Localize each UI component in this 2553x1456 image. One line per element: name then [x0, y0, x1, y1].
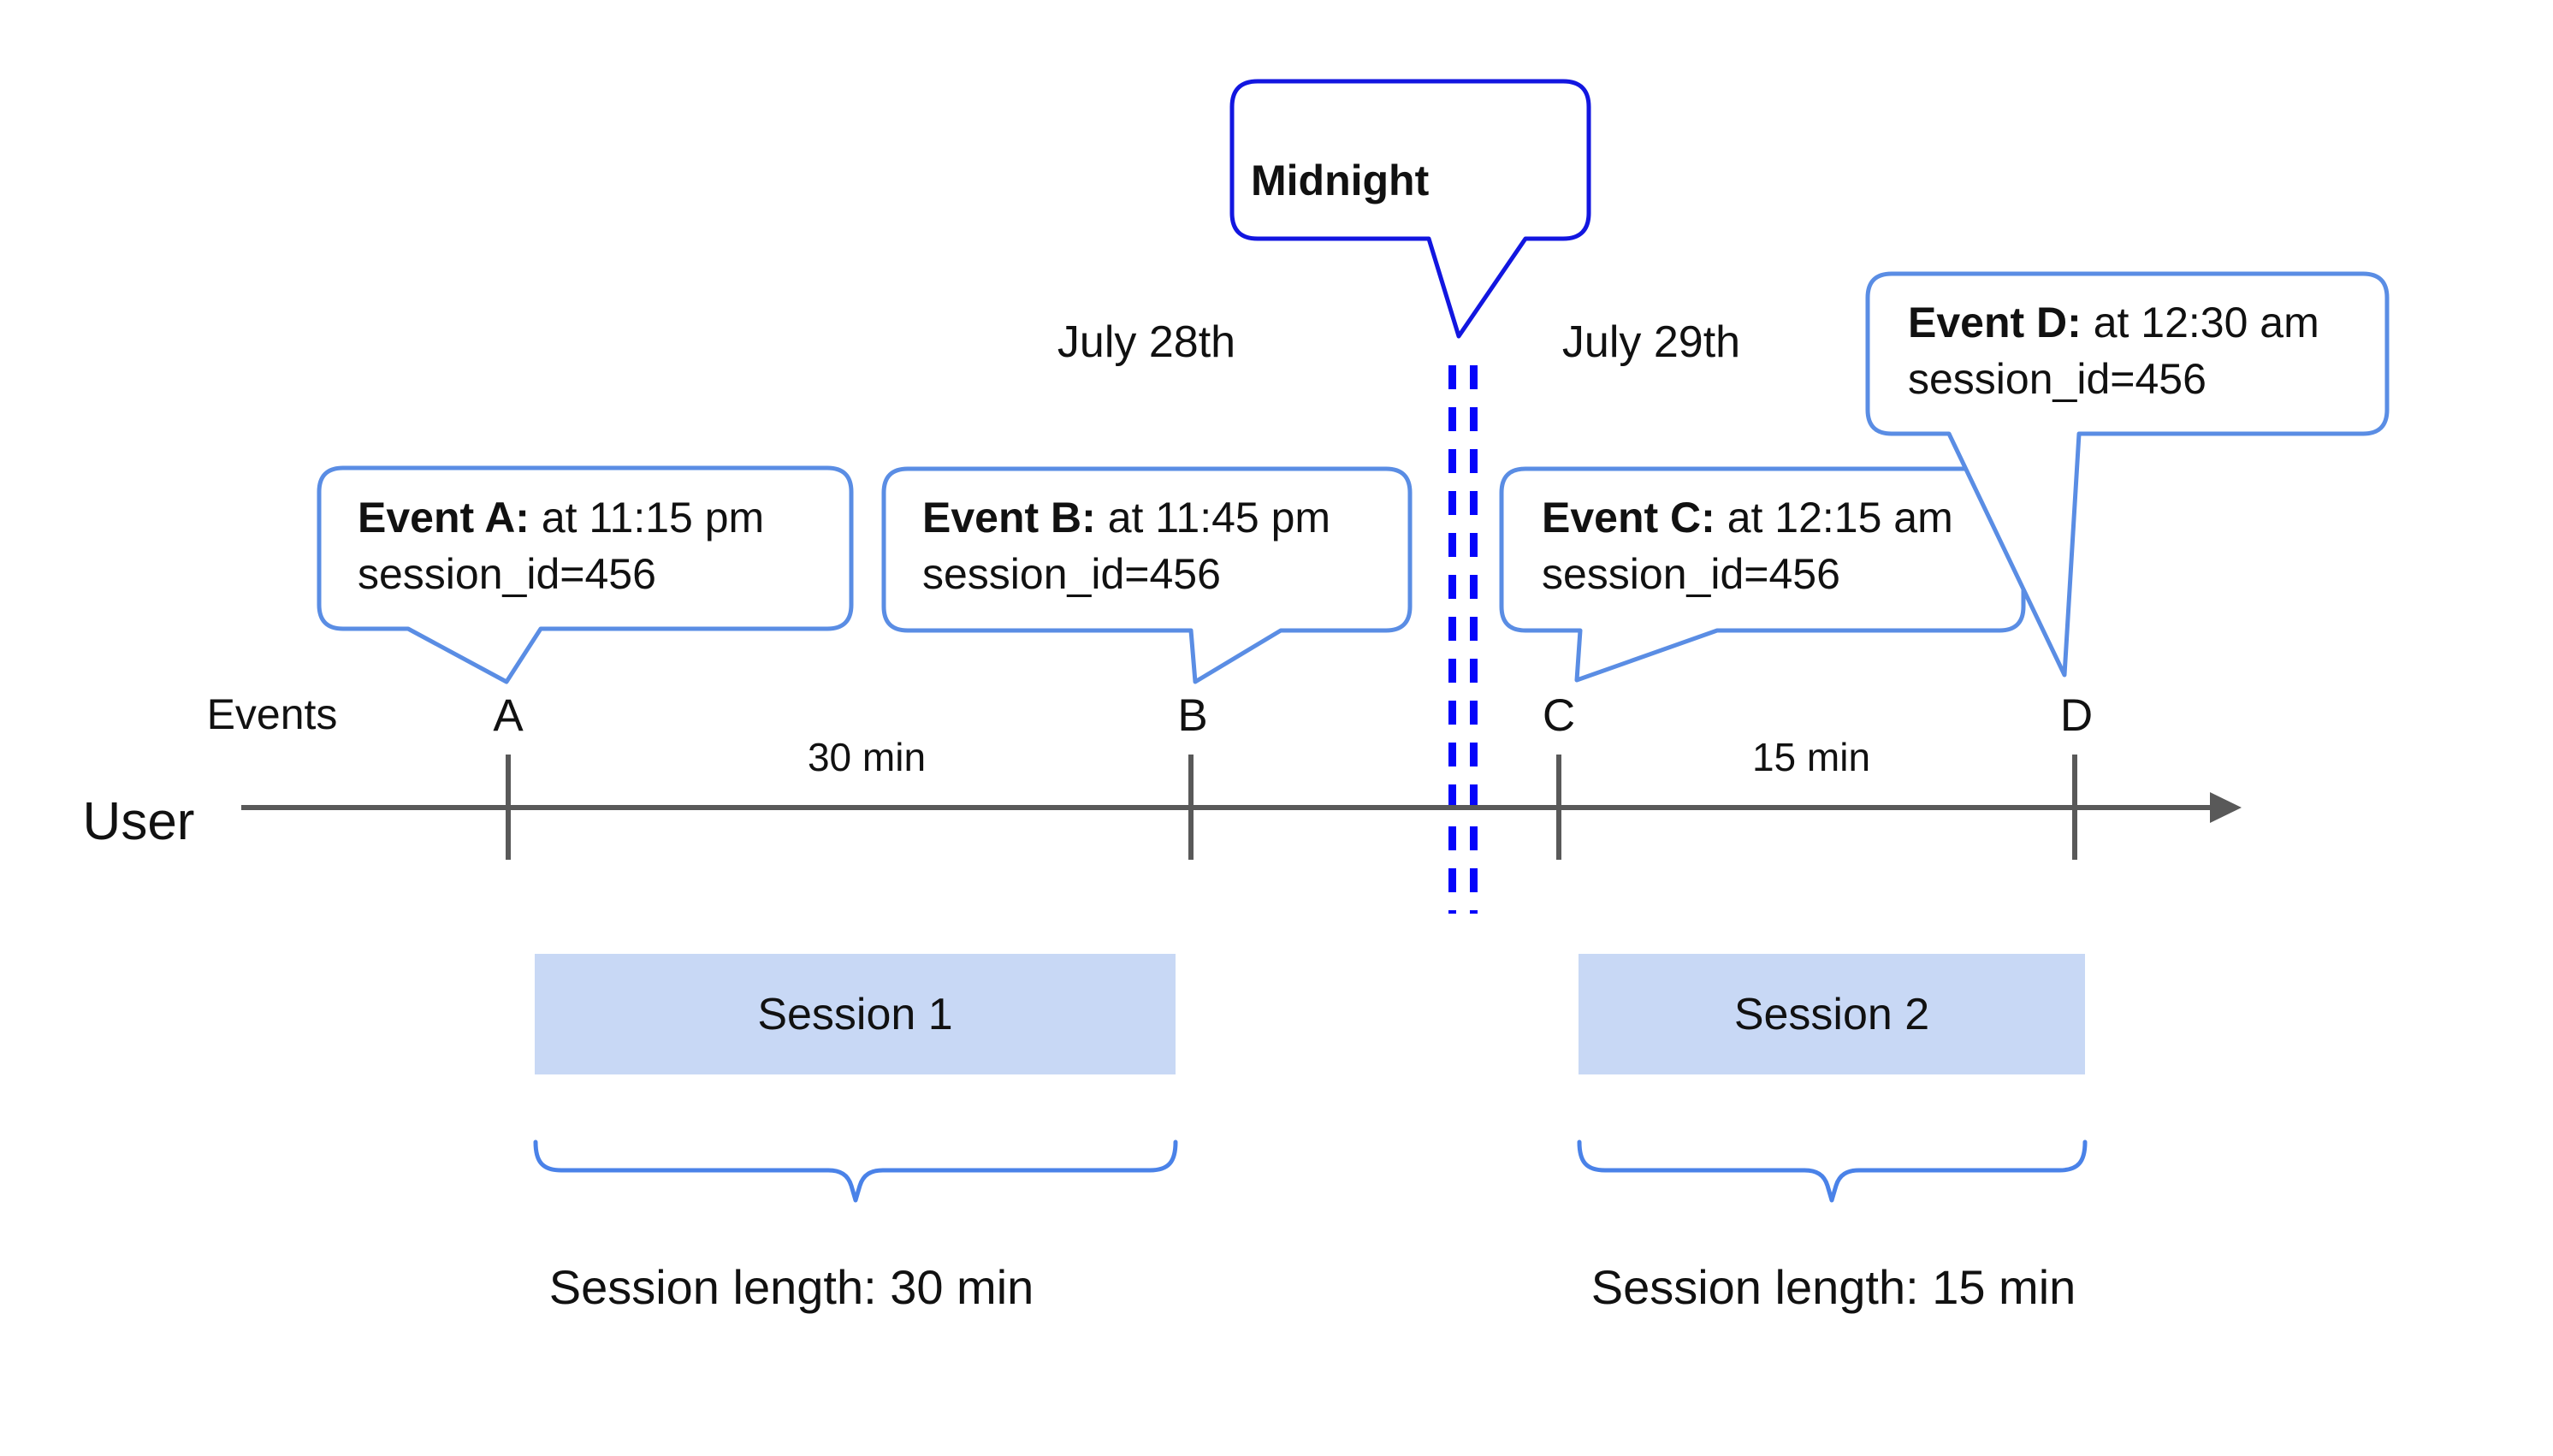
event-d-time: at 12:30 am — [2081, 299, 2319, 346]
event-a-callout-text: Event A: at 11:15 pm session_id=456 — [358, 489, 764, 602]
event-c-title-line: Event C: at 12:15 am — [1542, 489, 1953, 546]
session-1-brace — [533, 1139, 1178, 1203]
date-label-july-29: July 29th — [1561, 317, 1741, 367]
session-1-label: Session 1 — [757, 989, 953, 1039]
event-d-title: Event D: — [1908, 299, 2082, 346]
event-b-callout-bubble — [881, 466, 1413, 684]
session-1-box: Session 1 — [535, 954, 1176, 1074]
event-b-title-line: Event B: at 11:45 pm — [922, 489, 1330, 546]
event-b-callout-text: Event B: at 11:45 pm session_id=456 — [922, 489, 1330, 602]
event-d-title-line: Event D: at 12:30 am — [1908, 294, 2319, 351]
event-c-title: Event C: — [1542, 494, 1715, 542]
midnight-divider-dashes — [1448, 365, 1478, 914]
interval-30min-label: 30 min — [807, 735, 927, 779]
session-2-brace — [1577, 1139, 2088, 1203]
event-a-title-line: Event A: at 11:15 pm — [358, 489, 764, 546]
event-b-time: at 11:45 pm — [1095, 494, 1331, 542]
event-letter-c: C — [1542, 690, 1576, 741]
event-d-callout-bubble — [1865, 271, 2390, 678]
event-d-session-id: session_id=456 — [1908, 355, 2206, 403]
date-label-july-28: July 28th — [1057, 317, 1236, 367]
event-d-callout-text: Event D: at 12:30 am session_id=456 — [1908, 294, 2319, 407]
event-c-session-id: session_id=456 — [1542, 550, 1840, 598]
event-c-time: at 12:15 am — [1715, 494, 1953, 542]
interval-15min-label: 15 min — [1751, 735, 1871, 779]
event-a-session-id: session_id=456 — [358, 550, 656, 598]
session-2-box: Session 2 — [1579, 954, 2085, 1074]
event-b-session-id: session_id=456 — [922, 550, 1221, 598]
event-a-title: Event A: — [358, 494, 530, 542]
session-2-label: Session 2 — [1733, 989, 1930, 1039]
events-axis-label: Events — [206, 690, 338, 738]
session-1-length-label: Session length: 30 min — [548, 1260, 1034, 1314]
event-letter-d: D — [2059, 690, 2094, 741]
midnight-callout-bubble — [1229, 79, 1591, 339]
timeline-arrow-icon — [2210, 792, 2242, 823]
event-c-callout-text: Event C: at 12:15 am session_id=456 — [1542, 489, 1953, 602]
event-letter-a: A — [493, 690, 524, 741]
session-2-length-label: Session length: 15 min — [1590, 1260, 2076, 1314]
user-axis-label: User — [82, 792, 195, 851]
event-b-title: Event B: — [922, 494, 1096, 542]
midnight-callout-label: Midnight — [1251, 157, 1430, 204]
event-a-time: at 11:15 pm — [529, 494, 765, 542]
event-letter-b: B — [1177, 690, 1208, 741]
event-a-callout-bubble — [317, 465, 854, 684]
